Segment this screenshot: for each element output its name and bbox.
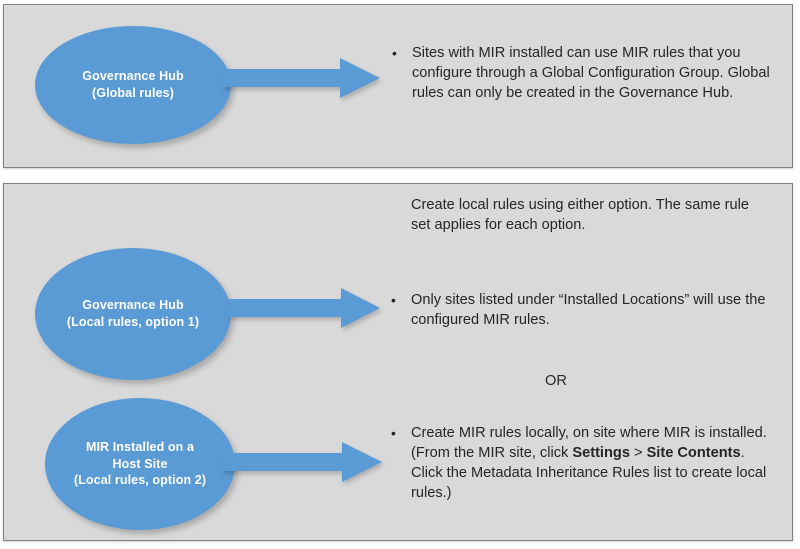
description-local-intro: Create local rules using either option. … [411,197,750,233]
node-label-group: Governance Hub (Global rules) [82,68,183,102]
node-governance-hub-global[interactable]: Governance Hub (Global rules) [35,26,231,144]
node-line-1: Governance Hub [82,298,184,313]
node-line-2: (Global rules) [92,86,174,100]
text-part-2: > [629,444,647,461]
node-line-1: Governance Hub [82,69,184,84]
arrow-right-icon-local-option-1 [228,288,380,328]
text-part-3: . Click the Metadata Inheritance Rules l… [411,444,767,501]
node-line-1: MIR Installed on a [85,439,195,454]
node-label-group: Governance Hub (Local rules, option 1) [67,297,199,331]
description-global-rules: Sites with MIR installed can use MIR rul… [390,44,790,104]
node-mir-installed-host-site[interactable]: MIR Installed on a Host Site (Local rule… [45,398,235,530]
node-label-group: MIR Installed on a Host Site (Local rule… [74,439,206,490]
node-line-2: (Local rules, option 1) [66,315,200,329]
node-line-3: (Local rules, option 2) [73,473,207,488]
node-governance-hub-local[interactable]: Governance Hub (Local rules, option 1) [35,248,231,380]
text-bold-site-contents: Site Contents [646,444,741,461]
text-bold-settings: Settings [572,444,630,461]
divider-label-or: OR [545,373,567,389]
node-line-2: Host Site [112,456,168,471]
description-local-option-2: Create MIR rules locally, on site where … [389,424,779,504]
description-local-option-1: Only sites listed under “Installed Locat… [389,291,773,331]
arrow-right-icon-local-option-2 [222,442,382,482]
arrow-right-icon-global [222,58,380,98]
text-part-1: Create MIR rules locally, on site where … [411,425,767,461]
